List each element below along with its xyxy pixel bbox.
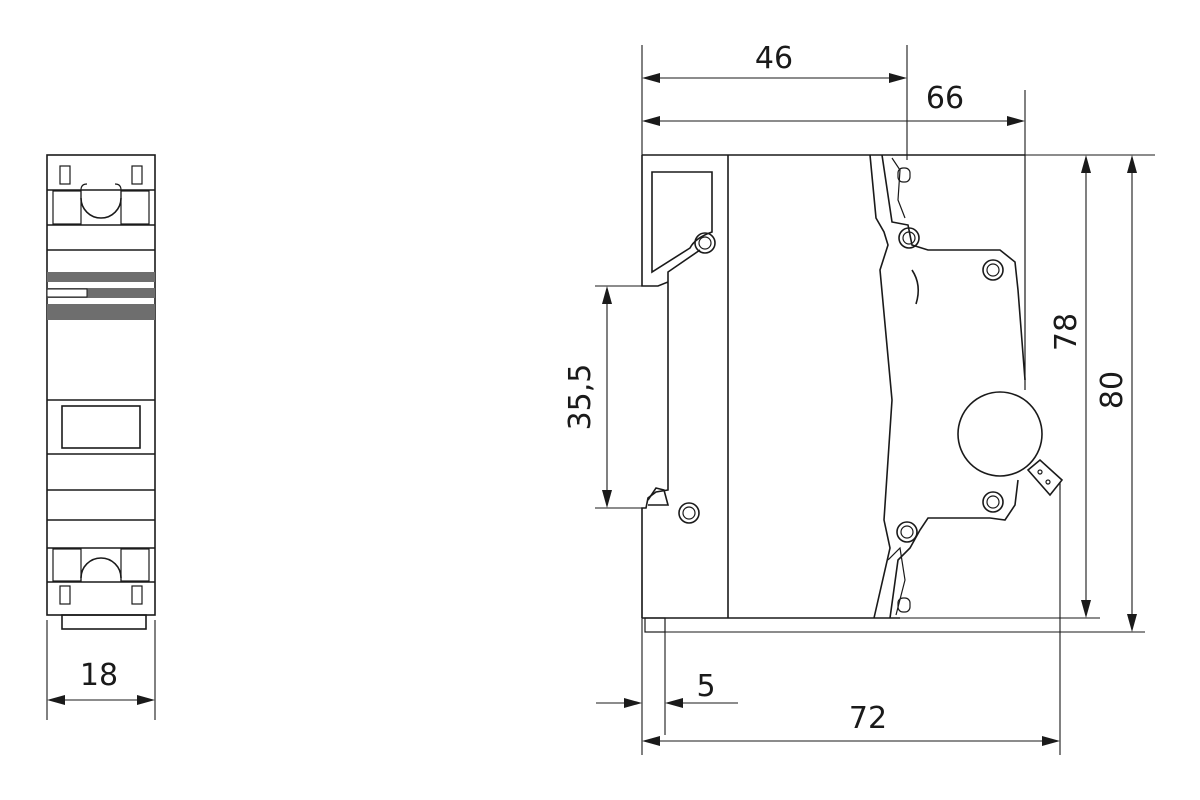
front-window bbox=[61, 405, 141, 449]
side-view: 46 66 35,5 78 80 5 bbox=[563, 41, 1155, 755]
bottom-terminal-arc bbox=[80, 557, 122, 579]
screw-3 bbox=[982, 259, 1004, 281]
lever-tab bbox=[1026, 458, 1064, 497]
dim-label-18: 18 bbox=[80, 658, 118, 693]
front-view: 18 bbox=[46, 154, 156, 720]
bottom-screw-slot-right bbox=[131, 585, 143, 605]
screw-4 bbox=[982, 491, 1004, 513]
dim-label-66: 66 bbox=[926, 81, 964, 116]
front-bar-3 bbox=[47, 304, 155, 320]
screw-6 bbox=[678, 502, 700, 524]
top-screw-slot-left bbox=[59, 165, 71, 185]
toggle-knob bbox=[957, 391, 1043, 477]
front-bar-1 bbox=[47, 272, 155, 282]
dim-label-35-5: 35,5 bbox=[563, 364, 598, 431]
side-base-strip bbox=[644, 617, 666, 633]
indicator-slot bbox=[911, 269, 920, 305]
screw-2 bbox=[898, 227, 920, 249]
front-base-foot bbox=[61, 614, 147, 630]
dim-label-78: 78 bbox=[1049, 313, 1084, 351]
front-bar-2 bbox=[47, 288, 155, 298]
top-terminal-arc bbox=[80, 197, 122, 219]
dim-label-46: 46 bbox=[755, 41, 793, 76]
dim-label-5: 5 bbox=[696, 669, 715, 704]
dim-label-72: 72 bbox=[849, 701, 887, 736]
screw-1 bbox=[694, 232, 716, 254]
din-clip-profile bbox=[641, 155, 701, 618]
clip-latch bbox=[651, 171, 713, 274]
top-screw-slot-right bbox=[131, 165, 143, 185]
dim-label-80: 80 bbox=[1095, 371, 1130, 409]
screw-5 bbox=[896, 521, 918, 543]
bottom-screw-slot-left bbox=[59, 585, 71, 605]
